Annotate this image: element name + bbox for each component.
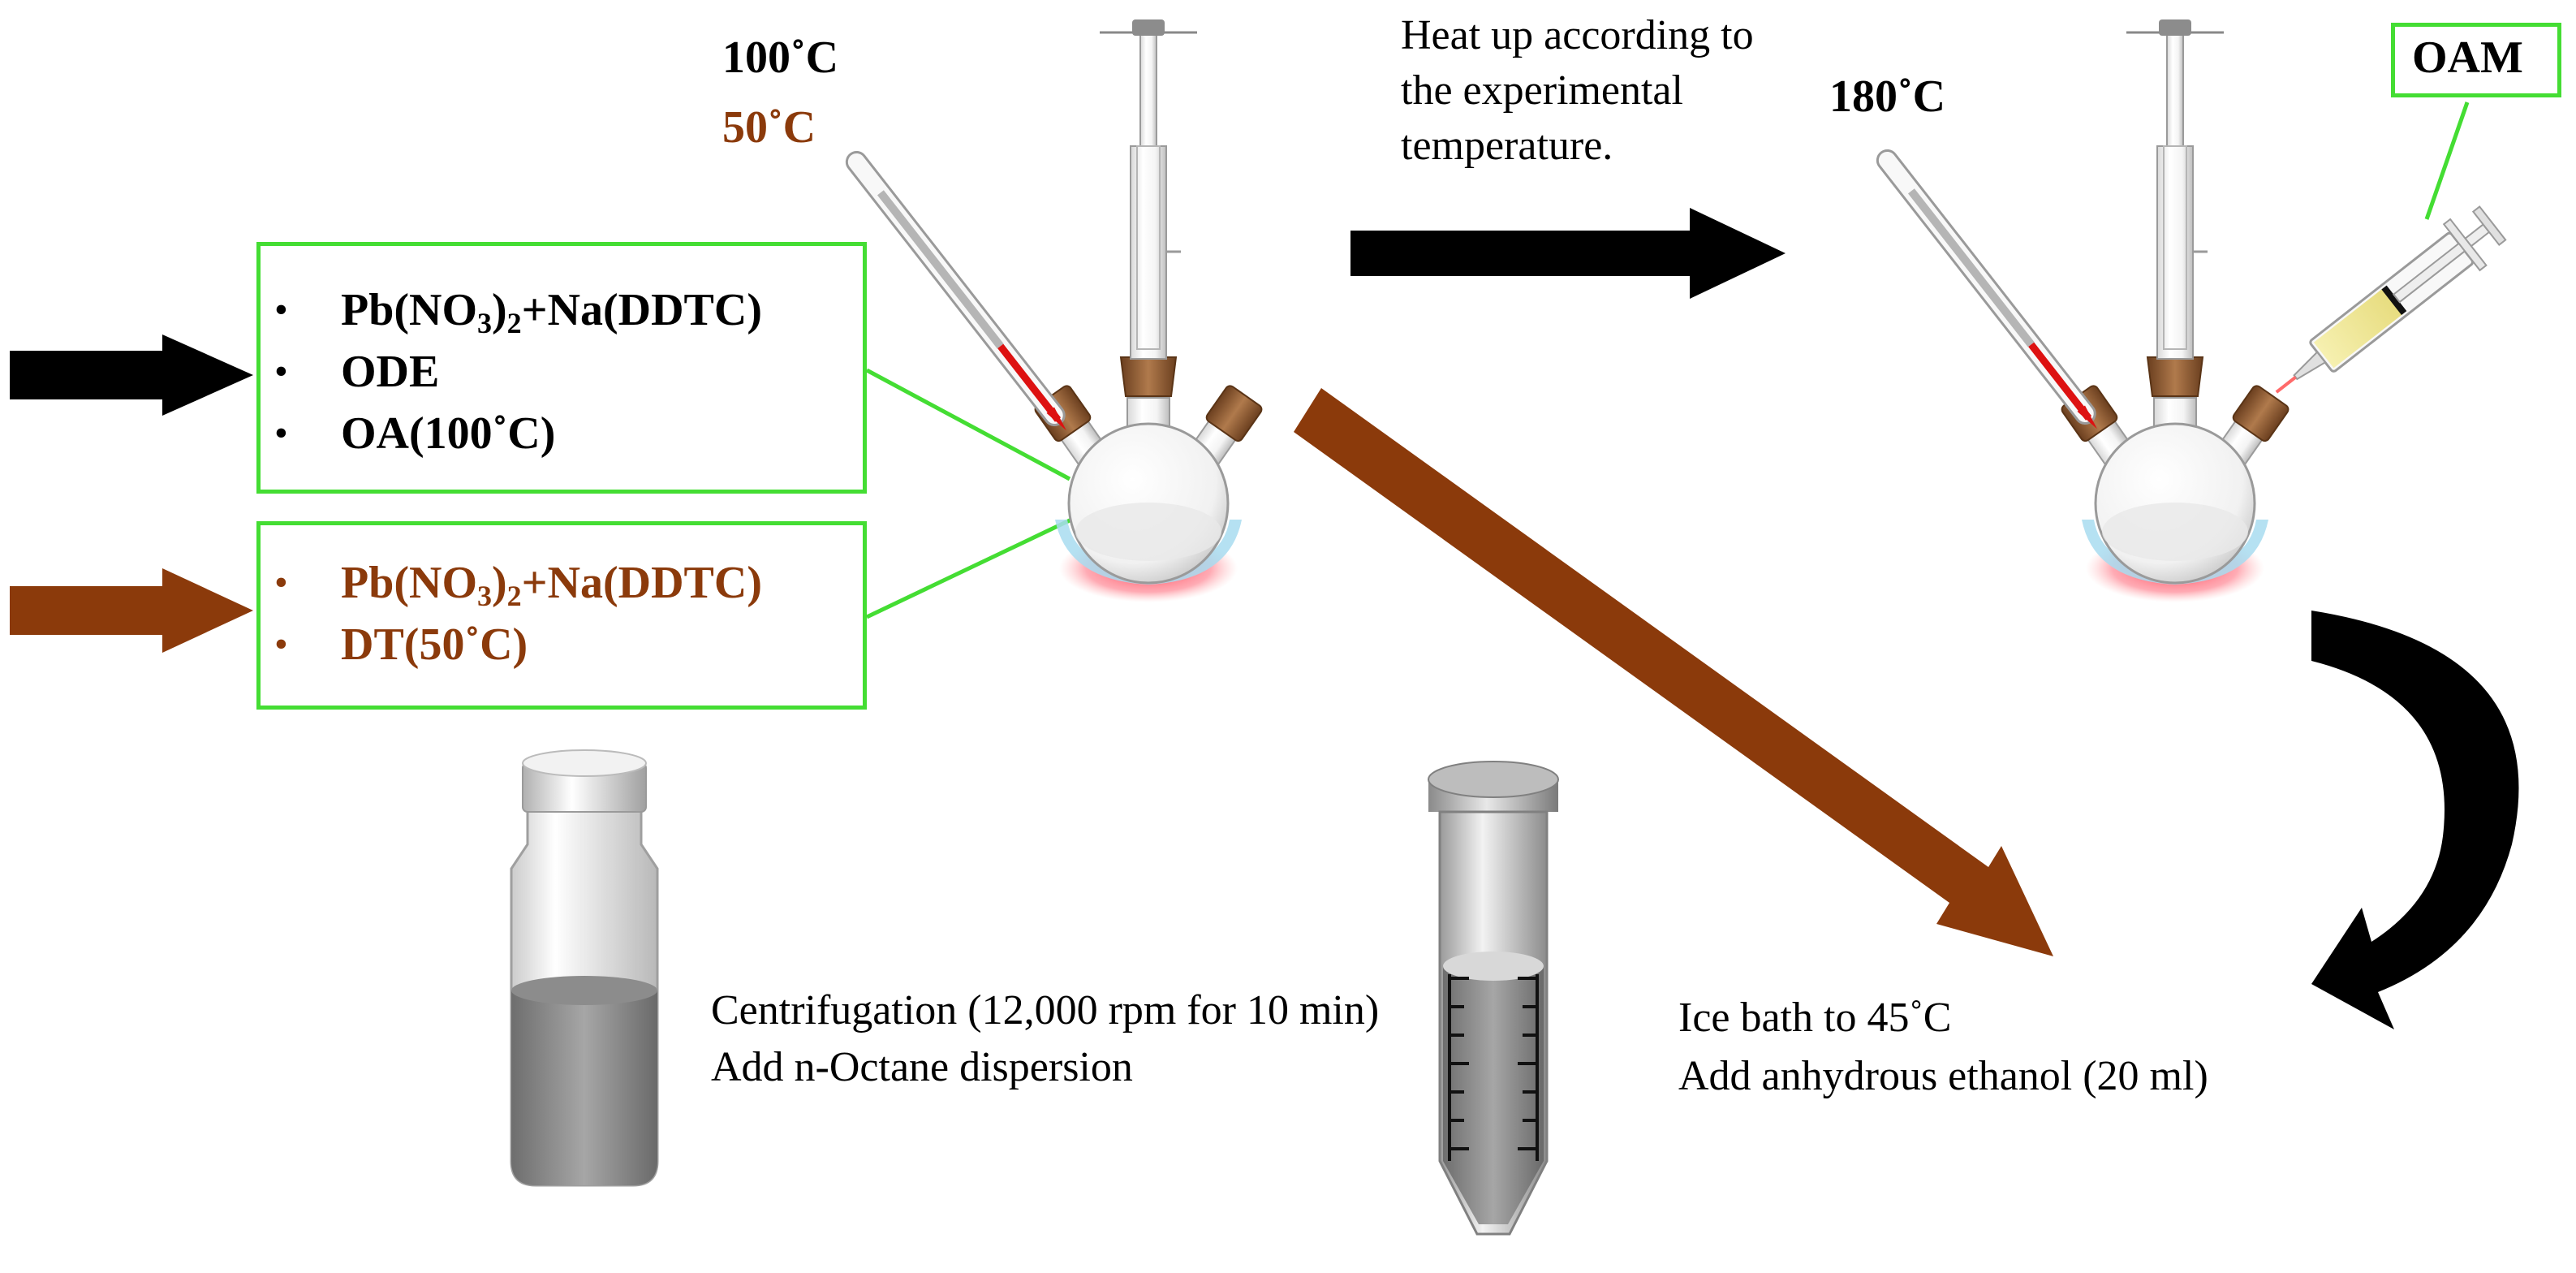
diagonal-brown-arrow — [1294, 388, 2053, 956]
bullet: • — [274, 288, 288, 331]
centrifuge-step-text: Centrifugation (12,000 rpm for 10 min) A… — [711, 987, 1380, 1090]
oam-label: OAM — [2412, 32, 2523, 83]
list-item: • DT(50˚C) — [256, 614, 762, 675]
thermometer-icon — [843, 149, 1075, 437]
bullet: • — [274, 350, 288, 393]
right-three-neck-flask-icon — [2058, 18, 2292, 604]
black-box-connector — [865, 368, 1071, 481]
temp-100-label: 100˚C — [722, 32, 839, 83]
oam-connector — [2424, 101, 2470, 220]
right-thermometer-icon — [1874, 147, 2105, 435]
bullet: • — [274, 561, 288, 604]
centrifuge-tube-icon — [1428, 761, 1559, 1236]
temp-50-label: 50˚C — [722, 102, 816, 153]
brown-box-connector — [865, 517, 1073, 619]
bullet: • — [274, 623, 288, 666]
ice-bath-step-text: Ice bath to 45˚C Add anhydrous ethanol (… — [1678, 995, 2208, 1099]
brown-reagent-list: • Pb(NO3)2+Na(DDTC) • DT(50˚C) — [256, 552, 762, 675]
curved-return-arrow — [2311, 611, 2519, 1029]
heat-up-arrow — [1350, 208, 1786, 299]
list-item: • OA(100˚C) — [256, 403, 762, 464]
three-neck-flask-icon — [1032, 18, 1265, 604]
brown-input-arrow — [10, 568, 253, 653]
black-reagent-list: • Pb(NO3)2+Na(DDTC) • ODE • OA(100˚C) — [256, 279, 762, 464]
heat-step-text: Heat up according to the experimental te… — [1401, 12, 1754, 169]
list-item: • Pb(NO3)2+Na(DDTC) — [256, 279, 762, 341]
brown-reagent-box — [256, 521, 867, 710]
list-item: • ODE — [256, 341, 762, 403]
bullet: • — [274, 412, 288, 455]
vial-icon — [510, 749, 659, 1187]
black-reagent-box — [256, 242, 867, 494]
list-item: • Pb(NO3)2+Na(DDTC) — [256, 552, 762, 614]
oam-box — [2391, 23, 2561, 97]
temp-180-label: 180˚C — [1829, 71, 1946, 122]
syringe-icon — [2275, 205, 2507, 394]
black-input-arrow — [10, 334, 253, 416]
